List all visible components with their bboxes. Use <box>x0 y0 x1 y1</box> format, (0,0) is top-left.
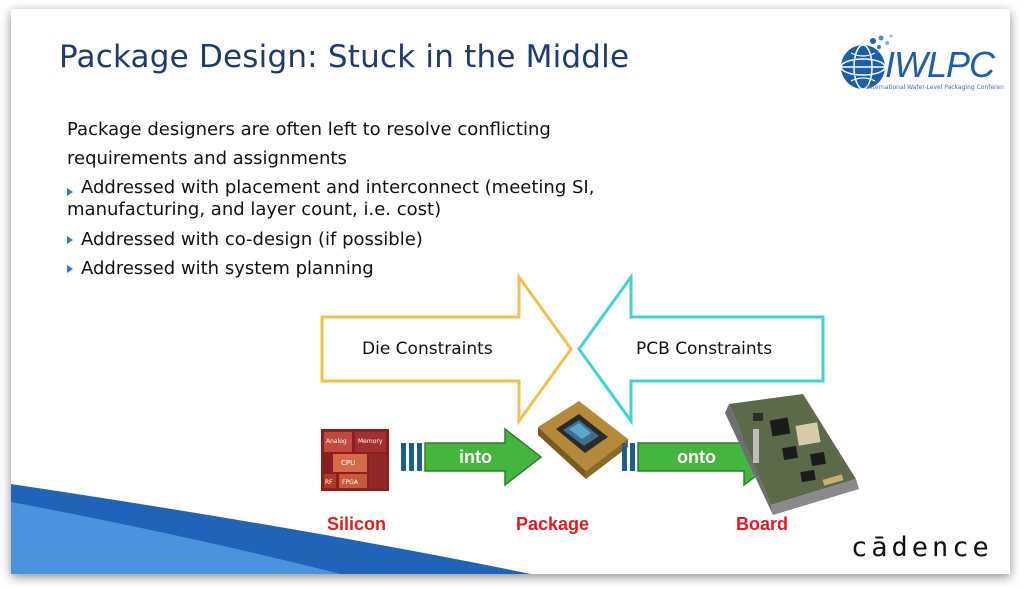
logo-subtext: International Wafer-Level Packaging Conf… <box>867 84 1004 91</box>
chip-label-fpga: FPGA <box>342 479 359 486</box>
chip-label-cpu: CPU <box>341 459 355 467</box>
logo-wordmark: IWLPC <box>885 44 995 85</box>
chip-label-memory: Memory <box>358 438 383 445</box>
package-image <box>538 401 628 479</box>
bullet-2: Addressed with co-design (if possible) <box>67 225 727 254</box>
chip-label-rf: RF <box>325 479 333 486</box>
slide: Package Design: Stuck in the Middle IWLP… <box>11 9 1010 574</box>
caption-package: Package <box>516 514 590 534</box>
bullet-3: Addressed with system planning <box>67 254 727 283</box>
bullet-1: Addressed with placement and interconnec… <box>67 177 727 221</box>
cadence-logo: cādence <box>851 532 993 563</box>
silicon-die-image: Analog Memory CPU RF FPGA <box>321 429 389 491</box>
bullet-2-text: Addressed with co-design (if possible) <box>81 229 423 250</box>
board-image <box>725 394 859 515</box>
body-text: Package designers are often left to reso… <box>67 115 727 283</box>
bullet-1-line-2: manufacturing, and layer count, i.e. cos… <box>67 199 442 220</box>
caption-silicon: Silicon <box>327 514 387 534</box>
die-constraints-label: Die Constraints <box>362 339 493 359</box>
intro-line-2: requirements and assignments <box>67 148 347 169</box>
slide-title: Package Design: Stuck in the Middle <box>59 39 630 75</box>
into-arrow <box>401 427 543 487</box>
pcb-constraints-arrow <box>577 272 825 426</box>
bullet-1-line-1: Addressed with placement and interconnec… <box>81 177 595 198</box>
globe-icon <box>840 34 893 90</box>
iwlpc-logo: IWLPC International Wafer-Level Packagin… <box>837 31 1009 93</box>
into-label: into <box>459 447 492 467</box>
caption-board: Board <box>736 514 789 534</box>
chip-label-analog: Analog <box>326 438 347 445</box>
die-constraints-arrow <box>320 272 573 426</box>
pcb-constraints-label: PCB Constraints <box>636 339 773 359</box>
diagram-graphics: Analog Memory CPU RF FPGA <box>11 272 859 574</box>
bullet-3-text: Addressed with system planning <box>81 258 374 279</box>
blue-swoosh-light <box>11 502 341 574</box>
intro-line-1: Package designers are often left to reso… <box>67 119 551 140</box>
onto-label: onto <box>677 447 716 467</box>
